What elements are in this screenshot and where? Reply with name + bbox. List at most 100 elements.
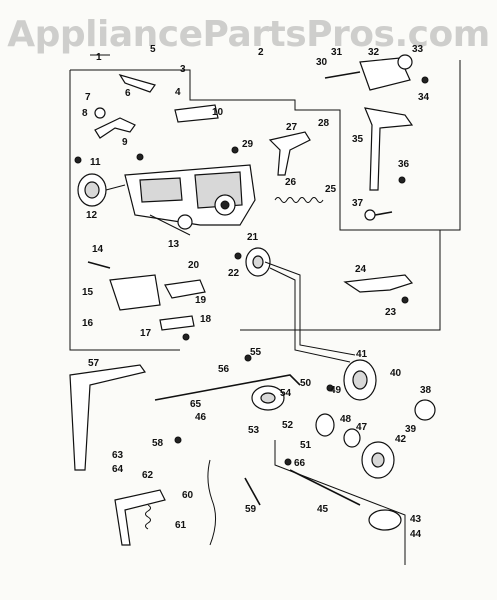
callout-10: 10 bbox=[212, 107, 224, 118]
part-48-ring bbox=[343, 428, 361, 448]
part-60-cable bbox=[207, 459, 216, 546]
part-37-screw bbox=[364, 209, 393, 221]
callout-29: 29 bbox=[242, 139, 254, 150]
callout-11: 11 bbox=[90, 157, 101, 168]
callout-37: 37 bbox=[352, 198, 364, 209]
part-6-bracket bbox=[118, 73, 156, 93]
callout-44: 44 bbox=[410, 529, 422, 540]
callout-55: 55 bbox=[250, 347, 262, 358]
part-24-lever bbox=[343, 274, 414, 293]
callout-38: 38 bbox=[420, 385, 432, 396]
part-45-shaft bbox=[289, 469, 361, 506]
callout-48: 48 bbox=[340, 414, 352, 425]
part-9-lever bbox=[94, 117, 136, 139]
callout-18: 18 bbox=[200, 314, 212, 325]
callout-33: 33 bbox=[412, 44, 424, 55]
part-61-spring bbox=[145, 504, 151, 530]
callout-1: 1 bbox=[96, 52, 102, 63]
callout-50: 50 bbox=[300, 378, 312, 389]
watermark-text: AppliancePartsPros.com bbox=[7, 14, 490, 55]
callout-8: 8 bbox=[82, 108, 88, 119]
callout-57: 57 bbox=[88, 358, 100, 369]
part-19-link bbox=[164, 279, 206, 299]
callout-3: 3 bbox=[180, 64, 186, 75]
callout-62: 62 bbox=[142, 470, 154, 481]
lower-boundary bbox=[274, 440, 406, 565]
callout-34: 34 bbox=[418, 92, 430, 103]
callout-27: 27 bbox=[286, 122, 298, 133]
callout-56: 56 bbox=[218, 364, 230, 375]
callout-51: 51 bbox=[300, 440, 312, 451]
callout-66: 66 bbox=[294, 458, 306, 469]
part-15-bracket bbox=[109, 274, 161, 311]
callout-35: 35 bbox=[352, 134, 364, 145]
part-59-screw bbox=[244, 477, 261, 506]
callout-24: 24 bbox=[355, 264, 367, 275]
part-27-lever bbox=[268, 131, 311, 176]
callout-2: 2 bbox=[258, 47, 264, 58]
callout-9: 9 bbox=[122, 137, 128, 148]
part-62-link bbox=[114, 489, 166, 546]
callout-5: 5 bbox=[150, 44, 156, 55]
part-54-gear bbox=[251, 385, 285, 411]
callout-46: 46 bbox=[195, 412, 207, 423]
callout-15: 15 bbox=[82, 287, 94, 298]
callout-28: 28 bbox=[318, 118, 330, 129]
part-42-gear bbox=[361, 441, 395, 479]
callout-49: 49 bbox=[330, 385, 342, 396]
callout-59: 59 bbox=[245, 504, 257, 515]
callout-25: 25 bbox=[325, 184, 337, 195]
callout-6: 6 bbox=[125, 88, 131, 99]
callout-65: 65 bbox=[190, 399, 202, 410]
callout-64: 64 bbox=[112, 464, 124, 475]
callout-39: 39 bbox=[405, 424, 417, 435]
callout-43: 43 bbox=[410, 514, 422, 525]
part-57-frame bbox=[69, 364, 147, 471]
callout-31: 31 bbox=[331, 47, 343, 58]
callout-53: 53 bbox=[248, 425, 260, 436]
part-38-disc bbox=[414, 399, 436, 421]
boundary-lines bbox=[69, 54, 461, 351]
callout-26: 26 bbox=[285, 177, 297, 188]
callout-45: 45 bbox=[317, 504, 329, 515]
callout-52: 52 bbox=[282, 420, 294, 431]
callout-17: 17 bbox=[140, 328, 152, 339]
callout-30: 30 bbox=[316, 57, 328, 68]
callout-14: 14 bbox=[92, 244, 104, 255]
callout-4: 4 bbox=[175, 87, 181, 98]
part-32-bracket bbox=[359, 57, 411, 91]
part-30-shaft bbox=[324, 71, 361, 79]
callout-54: 54 bbox=[280, 388, 292, 399]
callout-16: 16 bbox=[82, 318, 94, 329]
part-51-ring bbox=[315, 413, 335, 437]
part-10-plate bbox=[174, 104, 219, 123]
callout-32: 32 bbox=[368, 47, 380, 58]
callout-60: 60 bbox=[182, 490, 194, 501]
small-screws bbox=[74, 76, 429, 466]
callout-13: 13 bbox=[168, 239, 180, 250]
main-frame-block bbox=[124, 164, 256, 236]
callout-47: 47 bbox=[356, 422, 368, 433]
part-26-spring bbox=[274, 197, 324, 203]
callout-12: 12 bbox=[86, 210, 98, 221]
part-56-rod bbox=[154, 374, 301, 401]
callout-19: 19 bbox=[195, 295, 207, 306]
callout-23: 23 bbox=[385, 307, 397, 318]
callout-58: 58 bbox=[152, 438, 164, 449]
part-12-gear bbox=[77, 173, 126, 207]
callout-20: 20 bbox=[188, 260, 200, 271]
callout-40: 40 bbox=[390, 368, 402, 379]
part-14-pin bbox=[87, 261, 111, 269]
callout-7: 7 bbox=[85, 92, 91, 103]
connecting-shafts bbox=[264, 261, 356, 363]
part-33-knob bbox=[397, 54, 413, 70]
part-17-plate bbox=[159, 315, 195, 331]
callout-61: 61 bbox=[175, 520, 187, 531]
callout-42: 42 bbox=[395, 434, 407, 445]
part-35-lever bbox=[364, 107, 414, 191]
callout-labels: 1 2 3 4 5 6 7 8 9 10 11 12 13 14 15 16 1… bbox=[82, 44, 432, 540]
callout-41: 41 bbox=[356, 349, 368, 360]
part-8-screw bbox=[94, 107, 106, 119]
part-21-gear bbox=[245, 247, 271, 277]
